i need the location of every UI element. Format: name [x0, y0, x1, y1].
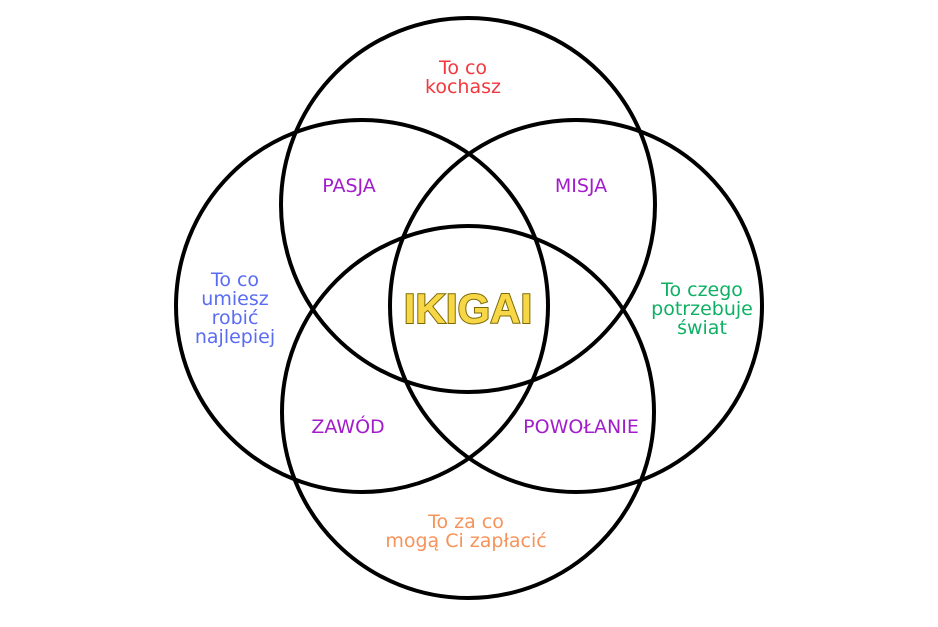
label-paid-line: To za co	[427, 511, 504, 533]
label-need: To czego potrzebuje świat	[651, 279, 753, 339]
label-need-line: świat	[677, 317, 727, 339]
label-passion: PASJA	[322, 175, 376, 197]
label-skill-line: najlepiej	[195, 326, 275, 348]
label-love: To co kochasz	[425, 57, 501, 98]
circle-skill	[174, 118, 550, 494]
circle-need	[388, 118, 764, 494]
label-mission: MISJA	[555, 175, 607, 197]
label-vocation: POWOŁANIE	[523, 416, 639, 438]
label-skill: To co umiesz robić najlepiej	[195, 269, 275, 348]
label-profession: ZAWÓD	[311, 414, 384, 438]
circle-paid	[280, 224, 656, 600]
label-paid-line: mogą Ci zapłacić	[385, 530, 546, 552]
label-love-line: To co	[438, 57, 487, 79]
label-need-line: To czego	[660, 279, 743, 301]
label-paid: To za co mogą Ci zapłacić	[385, 511, 546, 552]
label-skill-line: umiesz	[201, 288, 268, 310]
ikigai-center-label: IKIGAI	[404, 285, 532, 332]
circle-love	[279, 16, 657, 394]
label-love-line: kochasz	[425, 76, 501, 98]
label-need-line: potrzebuje	[651, 298, 753, 320]
label-skill-line: robić	[212, 307, 259, 329]
label-skill-line: To co	[210, 269, 259, 291]
